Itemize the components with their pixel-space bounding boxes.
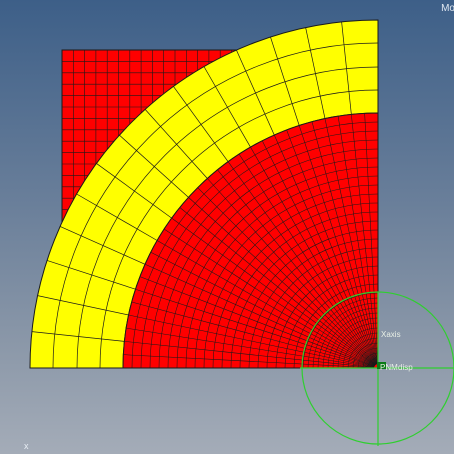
mesh-line (286, 129, 377, 365)
triad-icon: x (24, 441, 29, 451)
mesh-line (305, 27, 326, 119)
mesh-line (52, 42, 379, 369)
mesh-line (188, 197, 376, 366)
mesh-line (31, 331, 125, 342)
mesh-line (135, 288, 375, 368)
mesh-line (124, 341, 375, 368)
mesh-line (274, 134, 377, 365)
mesh-line (144, 109, 208, 179)
mesh-line (119, 134, 189, 198)
mesh-line (261, 140, 377, 365)
mesh-line (197, 187, 376, 366)
coordinate-system-circle-icon[interactable]: Xaxis PNM disp (300, 291, 454, 446)
mesh-line (76, 66, 379, 369)
mesh-line (144, 264, 375, 367)
mesh-line (203, 66, 251, 148)
mesh-line (163, 228, 375, 367)
mesh-line (171, 217, 375, 366)
mesh-line (99, 89, 379, 369)
mesh-line (37, 295, 129, 316)
mesh-line (123, 354, 375, 368)
mesh-line (139, 276, 375, 367)
mesh-line (128, 314, 375, 368)
mesh-line (311, 121, 378, 365)
mesh-line (207, 178, 376, 366)
disp-label: disp (398, 363, 413, 372)
mesh-line (238, 153, 377, 365)
mesh-line (351, 114, 378, 365)
node-label: PNM (380, 363, 398, 372)
mesh-line (126, 327, 375, 368)
mesh-line (270, 36, 300, 126)
mesh-line (324, 118, 378, 365)
node-marker (377, 362, 386, 369)
mesh-line (59, 226, 146, 265)
x-axis-label: Xaxis (381, 330, 401, 339)
mesh-line (173, 86, 229, 162)
mesh-line (364, 113, 378, 365)
mesh-line (341, 21, 352, 115)
mesh-line (150, 251, 375, 367)
mesh-line (250, 147, 377, 365)
mesh-line (298, 125, 378, 365)
mesh-line (217, 169, 376, 366)
inner-red-quarter-region (122, 112, 379, 369)
mesh-line (76, 193, 158, 241)
mesh-line (46, 260, 136, 290)
mesh-line (227, 161, 376, 365)
mesh-line (236, 49, 275, 136)
mesh-line (96, 163, 172, 219)
viewport-header-label: Moc (441, 3, 454, 14)
mesh-line (179, 207, 376, 366)
mesh-line (337, 116, 378, 365)
mesh-line (131, 301, 375, 368)
mesh-line (157, 240, 375, 367)
